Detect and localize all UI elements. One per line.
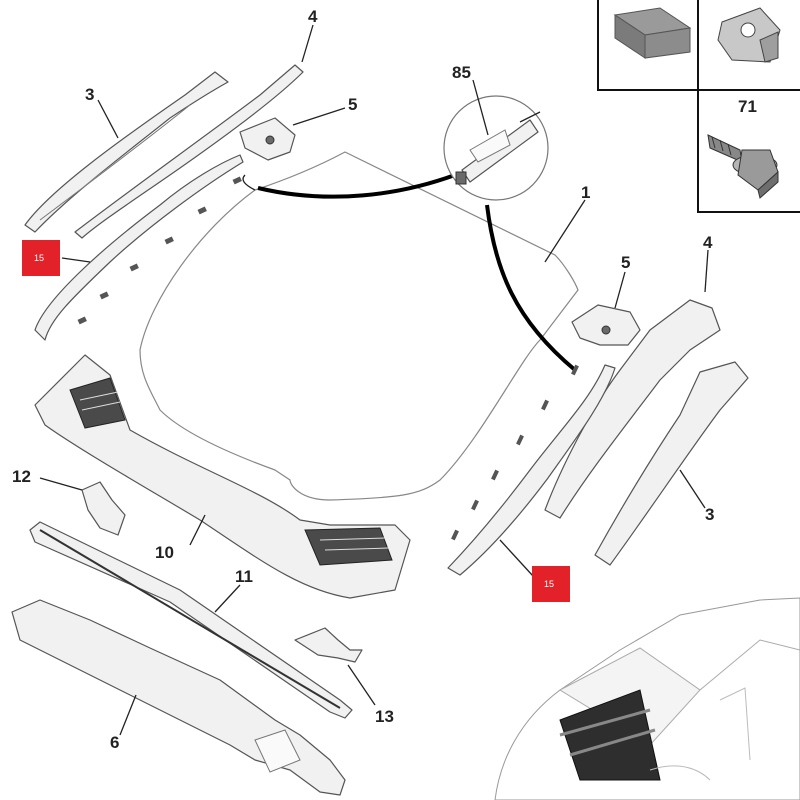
rail-right-lower <box>594 361 749 566</box>
bracket-left-upper <box>74 64 304 239</box>
detail-leader-right <box>485 204 577 372</box>
label-rail-left-upper: 3 <box>85 85 94 104</box>
car-thumbnail <box>494 597 800 800</box>
badge-seal-right-text: 15 <box>544 579 554 589</box>
detail-leader-left <box>257 173 456 199</box>
bracket-right-small <box>294 627 363 663</box>
label-bracket-left-upper: 4 <box>308 7 318 26</box>
crossmember <box>11 599 346 796</box>
clips-right <box>451 364 579 541</box>
spring-clip-icon <box>717 7 781 63</box>
label-crossmember: 6 <box>110 733 119 752</box>
clip-right <box>571 304 641 346</box>
bracket-right <box>544 299 721 519</box>
label-windscreen: 1 <box>581 183 590 202</box>
scuttle-vents-left <box>69 377 126 429</box>
screw-icon <box>707 134 779 199</box>
bracket-left-small <box>81 481 126 536</box>
label-bracket-right-small: 13 <box>375 707 394 726</box>
foam-pad-icon <box>613 7 692 59</box>
label-bracket-left-small: 12 <box>12 467 31 486</box>
detail-circle <box>443 95 549 201</box>
seal-left <box>34 154 244 341</box>
leader-lines <box>39 24 709 736</box>
label-reinforcement-bar: 11 <box>235 567 253 586</box>
label-bracket-right: 4 <box>703 233 713 252</box>
label-detail-connector: 85 <box>452 63 471 82</box>
seal-right <box>447 364 616 576</box>
badge-seal-right[interactable]: 15 <box>532 566 570 602</box>
label-rail-right-lower: 3 <box>705 505 714 524</box>
scuttle-vents-right <box>304 527 393 566</box>
label-clip-right: 5 <box>621 253 630 272</box>
badge-seal-left[interactable]: 15 <box>22 240 60 276</box>
label-scuttle-panel: 10 <box>155 543 174 562</box>
badge-seal-left-text: 15 <box>34 253 44 263</box>
clips-left <box>77 176 242 325</box>
label-clip-left-upper: 5 <box>348 95 357 114</box>
number-labels: 3 4 5 85 71 1 5 4 3 12 10 11 13 6 <box>12 7 757 752</box>
windscreen-glass <box>139 151 579 501</box>
inset-panel <box>597 0 800 213</box>
label-screw: 71 <box>738 97 757 116</box>
